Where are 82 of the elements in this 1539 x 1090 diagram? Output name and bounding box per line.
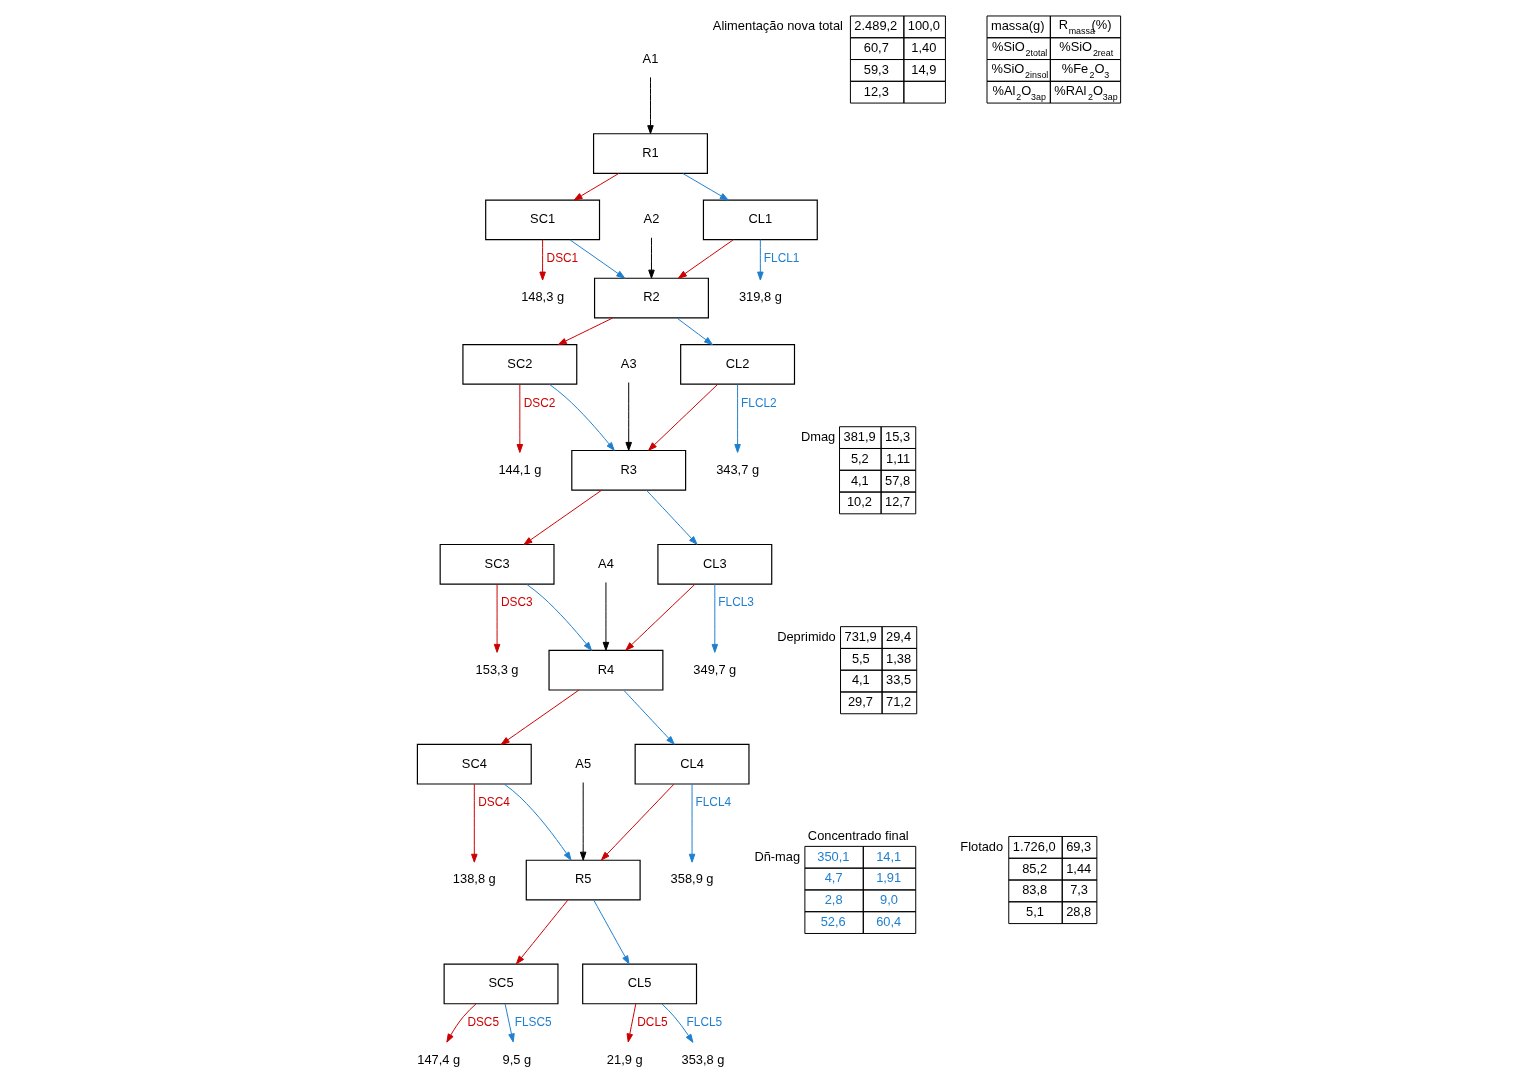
- label: %SiO$_{2total}$: [991, 39, 1047, 59]
- label: Dmag: [800, 428, 835, 444]
- label: 5,1: [1025, 904, 1044, 920]
- edge-label: FLCL1: [763, 251, 799, 266]
- label: 60,4: [875, 913, 901, 929]
- edge-label: FLCL4: [695, 795, 731, 810]
- node-text: 148,3 g: [520, 289, 564, 305]
- label: 83,8: [1021, 882, 1047, 898]
- node-text: A3: [620, 355, 637, 371]
- label: 28,8: [1065, 904, 1091, 920]
- label: 59,3: [863, 61, 889, 77]
- label: 5,5: [851, 650, 870, 666]
- edge-label: DSC5: [466, 1015, 499, 1030]
- label: 4,1: [851, 672, 870, 688]
- label: 29,7: [847, 694, 873, 710]
- label: 2.489,2: [853, 18, 897, 34]
- edge-label: FLCL3: [717, 595, 754, 610]
- label: 29,4: [885, 628, 911, 644]
- node-text: 138,8 g: [452, 871, 496, 887]
- label: %SiO$_{2reat}$: [1058, 39, 1113, 59]
- label: 100,0: [907, 18, 940, 34]
- label: 1,38: [885, 650, 911, 666]
- label: 1,91: [875, 870, 901, 886]
- label: 14,9: [910, 61, 936, 77]
- node-text: 319,8 g: [738, 289, 782, 305]
- label: 4,1: [850, 472, 869, 488]
- label: 10,2: [846, 494, 872, 510]
- node-text: 9,5 g: [502, 1051, 531, 1067]
- label: %Al$_{2}$O$_{3ap}$: [991, 82, 1046, 102]
- node-text: 349,7 g: [692, 661, 736, 677]
- edge-label: DSC2: [523, 395, 555, 410]
- node-text: A5: [574, 755, 591, 771]
- edge-label: FLSC5: [514, 1015, 552, 1030]
- label: Dñ-mag: [753, 848, 800, 864]
- label: Concentrado final: [807, 827, 909, 843]
- label: 731,9: [843, 628, 877, 644]
- label: 85,2: [1021, 860, 1047, 876]
- edge-label: DSC4: [477, 795, 510, 810]
- label: 5,2: [850, 450, 869, 466]
- label: 1.726,0: [1012, 838, 1056, 854]
- edge-label: DSC1: [546, 251, 578, 266]
- label: 4,7: [824, 870, 843, 886]
- label: 7,3: [1069, 882, 1088, 898]
- label: massa(g): [990, 18, 1045, 34]
- label: Deprimido: [776, 628, 836, 644]
- node-text: A4: [597, 555, 614, 571]
- label: %SiO$_{2insol}$: [990, 60, 1048, 80]
- label: %Fe$_{2}$O$_{3}$: [1061, 60, 1109, 80]
- node-text: 353,8 g: [680, 1051, 724, 1067]
- edge-label: DCL5: [636, 1015, 668, 1030]
- label: 71,2: [885, 694, 911, 710]
- node-text: 343,7 g: [715, 461, 759, 477]
- node-text: 144,1 g: [497, 461, 541, 477]
- label: 1,44: [1065, 860, 1091, 876]
- label: 52,6: [820, 913, 846, 929]
- edge-label: DSC3: [500, 595, 533, 610]
- label: 381,9: [842, 428, 876, 444]
- label: 57,8: [884, 472, 910, 488]
- label: %RAl$_{2}$O$_{3ap}$: [1053, 82, 1118, 102]
- label: Flotado: [959, 838, 1003, 854]
- label: 9,0: [879, 892, 898, 908]
- label: Alimentação nova total: [712, 18, 843, 34]
- node-text: A2: [643, 211, 659, 227]
- label: 69,3: [1065, 838, 1091, 854]
- label: R$_{massa}$(%): [1058, 17, 1111, 37]
- node-text: 358,9 g: [670, 871, 714, 887]
- label: 12,7: [884, 494, 910, 510]
- edge-label: FLCL5: [686, 1015, 722, 1030]
- label: 60,7: [863, 40, 889, 56]
- label: 1,40: [910, 40, 936, 56]
- node-text: 147,4 g: [416, 1051, 460, 1067]
- node-text: A1: [642, 50, 658, 66]
- label: 15,3: [884, 428, 910, 444]
- label: 2,8: [824, 892, 843, 908]
- edge-label: FLCL2: [740, 395, 777, 410]
- label: 1,11: [885, 450, 910, 466]
- label: 12,3: [863, 83, 889, 99]
- label: 33,5: [885, 672, 911, 688]
- node-text: 21,9 g: [606, 1051, 643, 1067]
- label: 14,1: [875, 848, 901, 864]
- label: 350,1: [816, 848, 849, 864]
- node-text: 153,3 g: [475, 661, 519, 677]
